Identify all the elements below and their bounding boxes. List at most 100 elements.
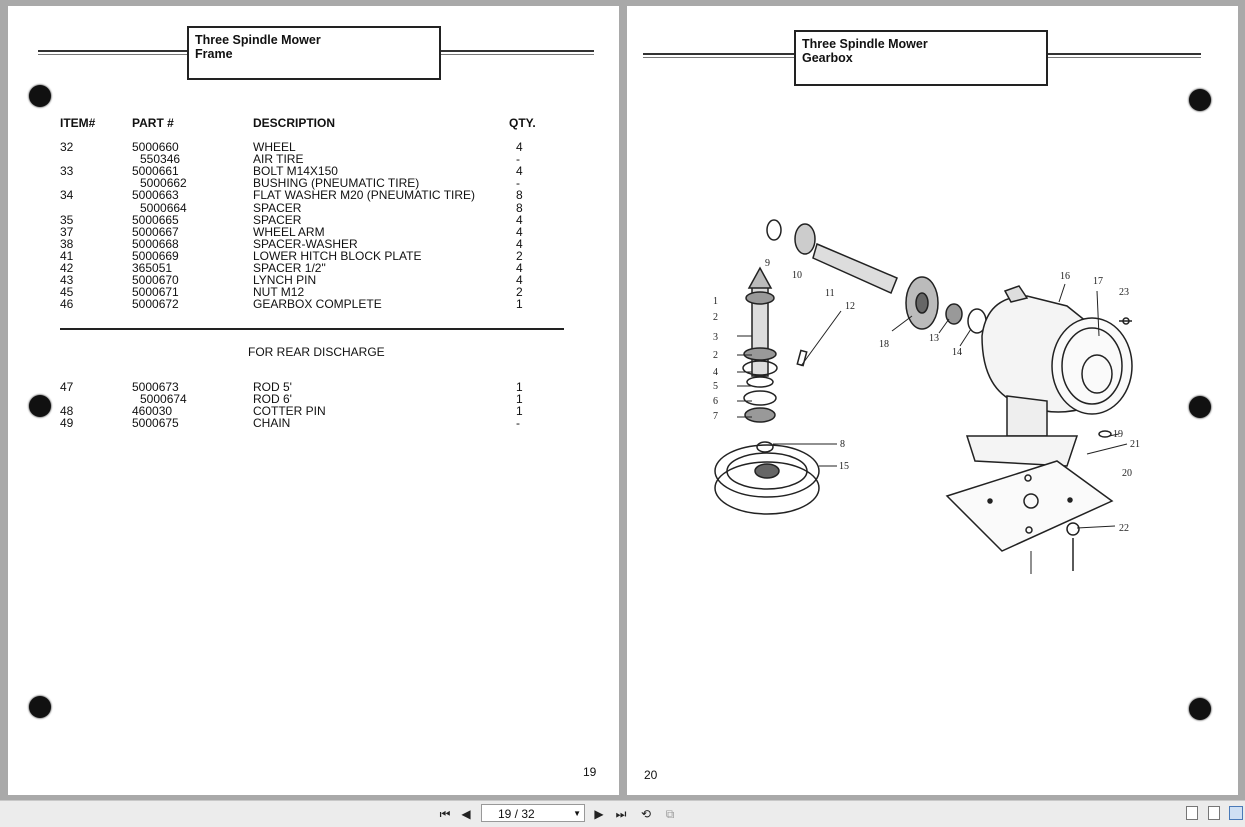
item-cell: 37 <box>60 224 74 239</box>
callout-label: 1 <box>713 296 718 307</box>
table-divider <box>60 328 564 330</box>
callout-label: 8 <box>840 439 845 450</box>
callout-label: 7 <box>713 411 718 422</box>
part-number-cell: 5000661 <box>132 164 179 179</box>
callout-label: 20 <box>1122 468 1132 479</box>
table-row: 37 5000667 WHEEL ARM 4 <box>60 226 540 238</box>
item-cell: 49 <box>60 416 74 431</box>
page-number: 20 <box>644 768 658 782</box>
callout-label: 18 <box>879 339 889 350</box>
quantity-cell: - <box>516 416 520 431</box>
item-cell: 32 <box>60 140 74 154</box>
header-description: DESCRIPTION <box>253 116 336 130</box>
quantity-cell: - <box>516 152 520 167</box>
item-cell: 34 <box>60 188 74 203</box>
quantity-cell: 4 <box>516 273 523 288</box>
quantity-cell: - <box>516 176 520 191</box>
title-rule-left <box>38 50 188 52</box>
next-page-icon[interactable]: ▶ <box>594 807 604 821</box>
description-cell: WHEEL ARM <box>253 224 325 239</box>
two-page-view-icon[interactable] <box>1229 806 1243 820</box>
page-title-box: Three Spindle Mower Gearbox <box>794 30 1048 86</box>
quantity-cell: 4 <box>516 224 523 239</box>
part-number-cell: 5000670 <box>132 273 179 288</box>
item-cell: 38 <box>60 236 74 251</box>
gearbox-exploded-diagram: 1 2 3 2 4 5 6 7 8 9 10 11 12 13 14 15 16… <box>713 219 1140 574</box>
page-subtitle: Gearbox <box>802 51 853 65</box>
binder-hole <box>29 696 51 718</box>
page-number: 19 <box>583 765 597 779</box>
quantity-cell: 8 <box>516 200 523 215</box>
callout-labels: 1 2 3 2 4 5 6 7 8 9 10 11 12 13 14 15 16… <box>713 258 1140 534</box>
first-page-icon[interactable]: ⏮ <box>439 807 451 821</box>
part-number-cell: 5000673 <box>132 380 179 394</box>
part-number-cell: 5000663 <box>132 188 179 203</box>
page-title: Three Spindle Mower <box>195 33 321 47</box>
quantity-cell: 2 <box>516 248 523 263</box>
single-page-view-icon[interactable] <box>1186 806 1198 820</box>
part-number-cell: 550346 <box>140 152 181 167</box>
part-number-cell: 5000668 <box>132 236 179 251</box>
quantity-cell: 1 <box>516 297 523 312</box>
description-cell: ROD 5' <box>253 380 292 394</box>
callout-label: 13 <box>929 333 939 344</box>
part-number-cell: 5000674 <box>140 392 187 407</box>
item-cell: 41 <box>60 248 74 263</box>
callout-label: 21 <box>1130 439 1140 450</box>
description-cell: SPACER 1/2" <box>253 261 326 275</box>
callout-label: 4 <box>713 367 718 378</box>
pulley-part <box>714 444 820 498</box>
description-cell: CHAIN <box>253 416 291 431</box>
callout-label: 6 <box>713 396 718 407</box>
callout-label: 14 <box>952 347 962 358</box>
item-cell: 47 <box>60 380 74 394</box>
prev-page-icon[interactable]: ◀ <box>461 807 471 821</box>
rotate-icon[interactable]: ⟲ <box>640 807 652 821</box>
quantity-cell: 4 <box>516 140 523 154</box>
callout-label: 15 <box>839 461 849 472</box>
part-number-cell: 5000675 <box>132 416 179 431</box>
bevel-gear-part <box>747 266 773 289</box>
item-cell: 33 <box>60 164 74 179</box>
title-rule-left-thin <box>643 57 795 58</box>
part-number-cell: 5000667 <box>132 224 179 239</box>
description-cell: WHEEL <box>253 140 296 154</box>
callout-label: 22 <box>1119 523 1129 534</box>
seal-part <box>766 219 782 241</box>
last-page-icon[interactable]: ⏭ <box>615 807 627 821</box>
quantity-cell: 2 <box>516 285 523 300</box>
page-title: Three Spindle Mower <box>802 37 928 51</box>
title-rule-right-thin <box>438 54 594 55</box>
table-row: 32 5000660 WHEEL 4 <box>60 141 540 153</box>
binder-hole <box>1189 698 1211 720</box>
description-cell: COTTER PIN <box>253 404 326 419</box>
callout-label: 2 <box>713 350 718 361</box>
description-cell: BOLT M14X150 <box>253 164 338 179</box>
part-number-cell: 5000660 <box>132 140 179 154</box>
header-item: ITEM# <box>60 116 96 130</box>
page-indicator: 19 / 32 <box>498 807 535 821</box>
binder-hole <box>29 85 51 107</box>
item-cell: 46 <box>60 297 74 312</box>
header-qty: QTY. <box>509 116 536 130</box>
page-select[interactable]: 19 / 32 ▼ <box>481 804 585 822</box>
rear-discharge-heading: FOR REAR DISCHARGE <box>248 345 385 359</box>
continuous-view-icon[interactable] <box>1208 806 1220 820</box>
title-rule-right <box>438 50 594 52</box>
part-number-cell: 365051 <box>132 261 173 275</box>
viewer-toolbar: ⏮ ◀ 19 / 32 ▼ ▶ ⏭ ⟲ ⧉ <box>0 800 1245 827</box>
quantity-cell: 4 <box>516 236 523 251</box>
fit-icon[interactable]: ⧉ <box>665 807 675 821</box>
quantity-cell: 1 <box>516 392 523 407</box>
part-number-cell: 460030 <box>132 404 173 419</box>
